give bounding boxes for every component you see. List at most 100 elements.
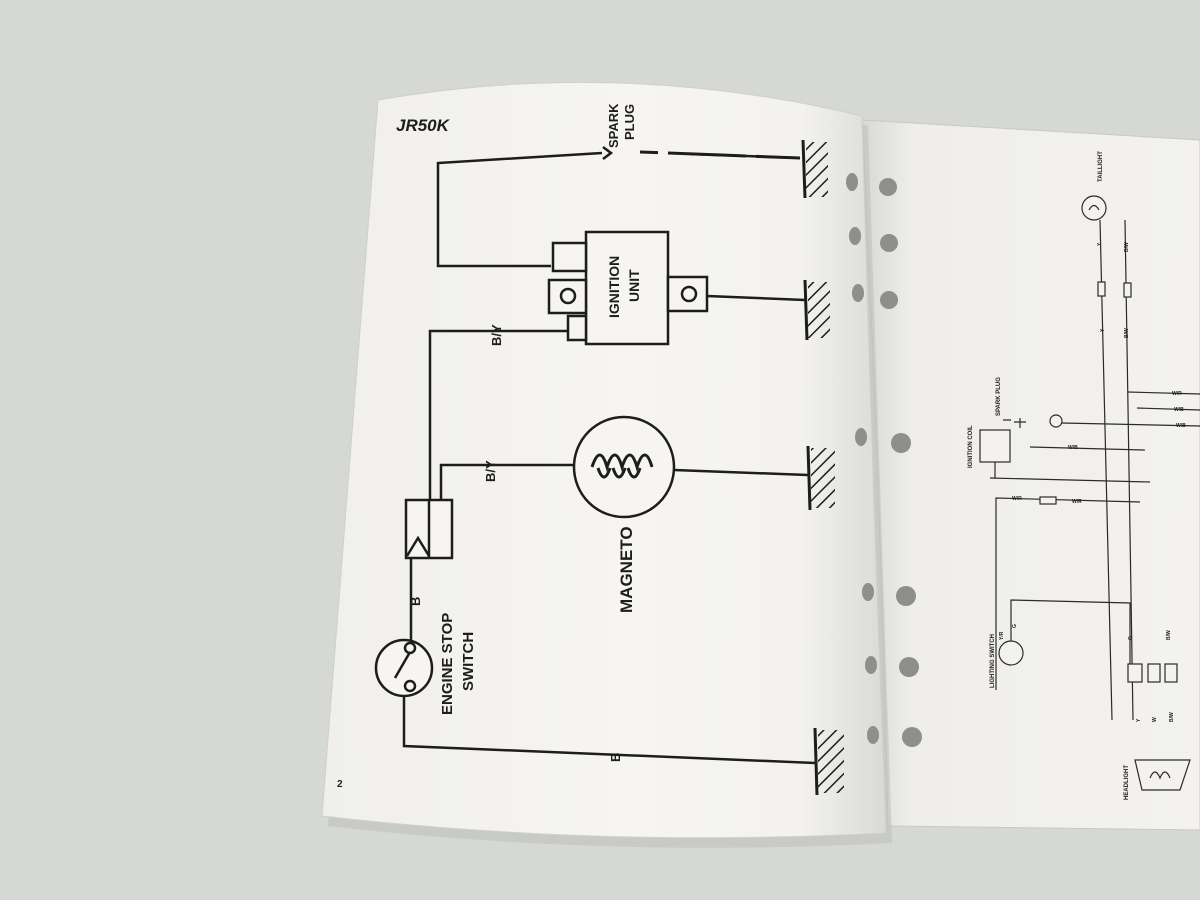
wire-code: W/R (1072, 499, 1082, 505)
spark-plug-label-line2: PLUG (622, 104, 637, 140)
ground-hatch (818, 730, 844, 793)
spark-plug-symbol (602, 146, 614, 160)
headlight-label: HEADLIGHT (1124, 765, 1130, 800)
ignition-unit-label-line2: UNIT (626, 269, 642, 302)
bus-wire (1029, 446, 1146, 451)
wire-label-by-middle: B/Y (483, 460, 498, 482)
bus-wire (995, 497, 1141, 690)
wire-code: W/B (1068, 445, 1078, 451)
wire-code: G (1012, 624, 1018, 628)
magneto-coil-loops (596, 467, 642, 479)
hole (899, 657, 919, 677)
wire-code: G (1128, 636, 1134, 640)
wire-code: B/W (1169, 712, 1175, 722)
wire-code: B/W (1166, 630, 1172, 640)
wire-label-by-upper: B/Y (489, 324, 504, 346)
ground-hatch (806, 142, 828, 197)
fuse (1123, 282, 1132, 298)
ground-hatch (808, 282, 830, 338)
ignition-ground-wire (706, 294, 806, 302)
ground-hatch (811, 448, 835, 508)
wire-code: Y (1136, 718, 1142, 722)
ignition-unit-label-line1: IGNITION (606, 256, 622, 318)
connector-cluster (1164, 663, 1178, 683)
lighting-switch-label: LIGHTING SWITCH (990, 634, 996, 688)
ground-symbols (801, 139, 844, 796)
hole (896, 586, 916, 606)
wire-code: Y (1100, 328, 1106, 332)
hole (902, 727, 922, 747)
wire-code: B/W (1124, 328, 1130, 338)
ground-bar (813, 727, 819, 796)
hole (891, 433, 911, 453)
by-wire-magneto (439, 463, 575, 500)
ground-bar (806, 445, 812, 511)
taillight-wire-y (1099, 219, 1113, 721)
taillight-filament (1088, 204, 1100, 211)
taillight-label: TAILLIGHT (1098, 151, 1104, 182)
bottom-ground-wire (402, 696, 816, 765)
headlight-symbol (1134, 759, 1191, 791)
wire-label-b-bottom: B (608, 753, 623, 762)
lighting-switch-wire (1010, 599, 1131, 665)
hole (855, 428, 867, 446)
magneto-coil (590, 453, 654, 473)
lighting-wiring-diagram (979, 195, 1200, 791)
spark-plug-label: SPARK PLUG (606, 103, 637, 148)
ignition-terminal-bottom (566, 314, 588, 342)
hole (852, 284, 864, 302)
wire-code: W/R (1172, 391, 1182, 397)
resistor (1039, 496, 1057, 505)
magneto-ground-wire (673, 468, 809, 477)
taillight-wire-bw (1124, 219, 1134, 721)
ignition-coil-label: IGNITION COIL (968, 425, 974, 468)
page-number: 2 (337, 779, 343, 790)
headlight-filament (1149, 771, 1171, 780)
ground-bar (801, 139, 807, 199)
hole (865, 656, 877, 674)
lighting-switch-symbol (998, 640, 1024, 666)
ignition-unit-label: IGNITION UNIT (606, 256, 642, 318)
ignition-ground-bolt (680, 285, 698, 303)
wire-code: W/R (1012, 496, 1022, 502)
hole (862, 583, 874, 601)
right-page (861, 119, 1200, 831)
binder-holes (846, 173, 922, 747)
wire-code: Y/R (999, 631, 1005, 640)
wire-code-labels: Y B/W Y B/W W/R W/B W/B W/B W/R W/R Y/R … (999, 242, 1186, 722)
switch-blade (393, 651, 412, 679)
bus-wire (1061, 422, 1200, 427)
ground-bar (803, 279, 809, 341)
connector-cluster (1127, 663, 1143, 683)
engine-stop-label-line2: SWITCH (460, 632, 477, 691)
ignition-wiring-diagram (374, 139, 844, 796)
engine-stop-switch-label: ENGINE STOP SWITCH (439, 613, 477, 715)
ignition-terminal-top (551, 241, 588, 273)
wire-code: W/B (1174, 407, 1184, 413)
bus-wire (1136, 407, 1200, 411)
wire-code: W (1152, 717, 1158, 722)
magneto-symbol (572, 415, 676, 519)
bus-wire (989, 477, 1151, 483)
magneto-label: MAGNETO (617, 526, 636, 613)
model-title: JR50K (396, 116, 451, 135)
ignition-bolt (559, 287, 577, 305)
hole (849, 227, 861, 245)
ignition-coil-symbol (979, 429, 1011, 463)
hole (867, 726, 879, 744)
hole (846, 173, 858, 191)
wire-code: B/W (1124, 242, 1130, 252)
hole (880, 291, 898, 309)
connector-arrow (405, 535, 431, 557)
wire-label-b-switch: B (408, 597, 423, 606)
spark-plug-ground-lead (689, 152, 801, 160)
spark-plug-small (1003, 418, 1026, 428)
wire-code: W/B (1176, 423, 1186, 429)
spark-plug-small-label: SPARK PLUG (996, 377, 1002, 416)
hole (879, 178, 897, 196)
switch-contact-bottom (403, 679, 417, 693)
ignition-ground-tab (666, 275, 709, 313)
engine-stop-label-line1: ENGINE STOP (439, 613, 456, 715)
spark-plug-label-line1: SPARK (606, 103, 621, 148)
